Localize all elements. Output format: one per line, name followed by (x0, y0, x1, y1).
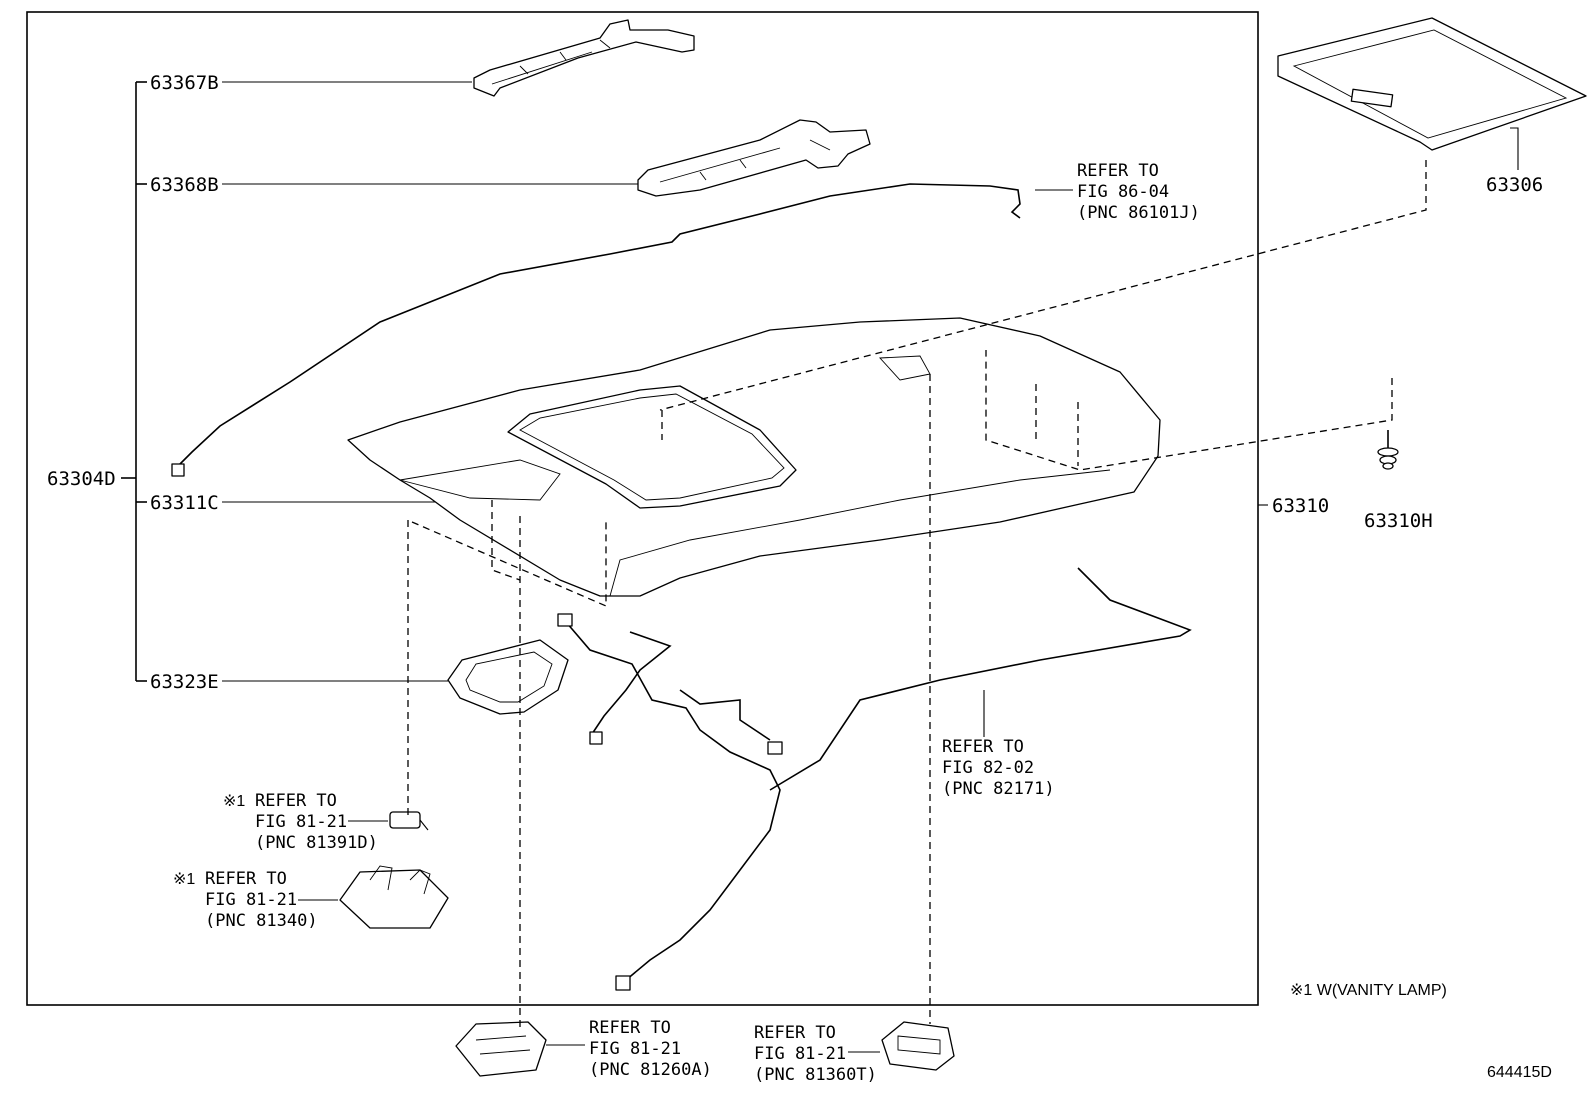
dashed-guide-lines (407, 160, 1427, 1028)
part-label-63310H[interactable]: 63310H (1364, 510, 1433, 532)
svg-text:(PNC 81260A): (PNC 81260A) (589, 1060, 712, 1080)
svg-text:FIG 81-21: FIG 81-21 (589, 1039, 681, 1059)
rail-63367B-illustration (473, 19, 695, 97)
part-label-63306[interactable]: 63306 (1486, 174, 1543, 196)
svg-text:REFER TO: REFER TO (1077, 161, 1159, 181)
svg-text:(PNC 82171): (PNC 82171) (942, 779, 1055, 799)
ref-81391D[interactable]: ※1 REFER TO FIG 81-21 (PNC 81391D) (223, 791, 378, 853)
ref-81260A[interactable]: REFER TO FIG 81-21 (PNC 81260A) (589, 1018, 712, 1080)
clip-63310H-illustration (1377, 430, 1399, 470)
headliner-63310-illustration (347, 317, 1161, 597)
svg-text:FIG 82-02: FIG 82-02 (942, 758, 1034, 778)
ref-81340[interactable]: ※1 REFER TO FIG 81-21 (PNC 81340) (173, 869, 318, 931)
svg-text:REFER TO: REFER TO (589, 1018, 671, 1038)
lamp-81260A-illustration (455, 1021, 547, 1077)
svg-text:※1: ※1 (223, 793, 245, 810)
svg-text:FIG 81-21: FIG 81-21 (205, 890, 297, 910)
footnote-vanity-lamp: ※1 W(VANITY LAMP) (1290, 982, 1447, 999)
sunshade-63306-illustration (1277, 17, 1587, 151)
part-label-63367B[interactable]: 63367B (150, 72, 219, 94)
ref-86101J[interactable]: REFER TO FIG 86-04 (PNC 86101J) (1077, 161, 1200, 223)
diagram-frame (26, 11, 1259, 1006)
bezel-63323E-illustration (447, 639, 569, 715)
wire-connector-left (171, 463, 185, 477)
svg-text:REFER TO: REFER TO (205, 869, 287, 889)
part-label-63368B[interactable]: 63368B (150, 174, 219, 196)
svg-text:REFER TO: REFER TO (255, 791, 337, 811)
ref-82171[interactable]: REFER TO FIG 82-02 (PNC 82171) (942, 737, 1055, 799)
svg-text:FIG 81-21: FIG 81-21 (754, 1044, 846, 1064)
svg-text:(PNC 81340): (PNC 81340) (205, 911, 318, 931)
part-label-63304D[interactable]: 63304D (47, 468, 116, 490)
svg-text:※1: ※1 (173, 871, 195, 888)
svg-text:REFER TO: REFER TO (754, 1023, 836, 1043)
lamp-81391D-illustration (389, 811, 429, 831)
roof-wire-harness-illustration (557, 567, 1192, 991)
diagram-id: 644415D (1487, 1064, 1552, 1081)
svg-text:(PNC 81391D): (PNC 81391D) (255, 833, 378, 853)
svg-text:REFER TO: REFER TO (942, 737, 1024, 757)
group-bracket-63304D (121, 81, 147, 682)
antenna-wire-86101J (177, 183, 1021, 467)
lamp-81360T-illustration (881, 1021, 955, 1071)
svg-text:(PNC 81360T): (PNC 81360T) (754, 1065, 877, 1085)
ref-81360T[interactable]: REFER TO FIG 81-21 (PNC 81360T) (754, 1023, 877, 1085)
leader-63306 (1510, 127, 1519, 170)
svg-text:FIG 81-21: FIG 81-21 (255, 812, 347, 832)
part-label-63310[interactable]: 63310 (1272, 495, 1329, 517)
rail-63368B-illustration (637, 119, 871, 197)
part-label-63311C[interactable]: 63311C (150, 492, 219, 514)
part-label-63323E[interactable]: 63323E (150, 671, 219, 693)
svg-text:(PNC 86101J): (PNC 86101J) (1077, 203, 1200, 223)
svg-text:FIG 86-04: FIG 86-04 (1077, 182, 1169, 202)
lamp-81340-illustration (339, 865, 449, 929)
